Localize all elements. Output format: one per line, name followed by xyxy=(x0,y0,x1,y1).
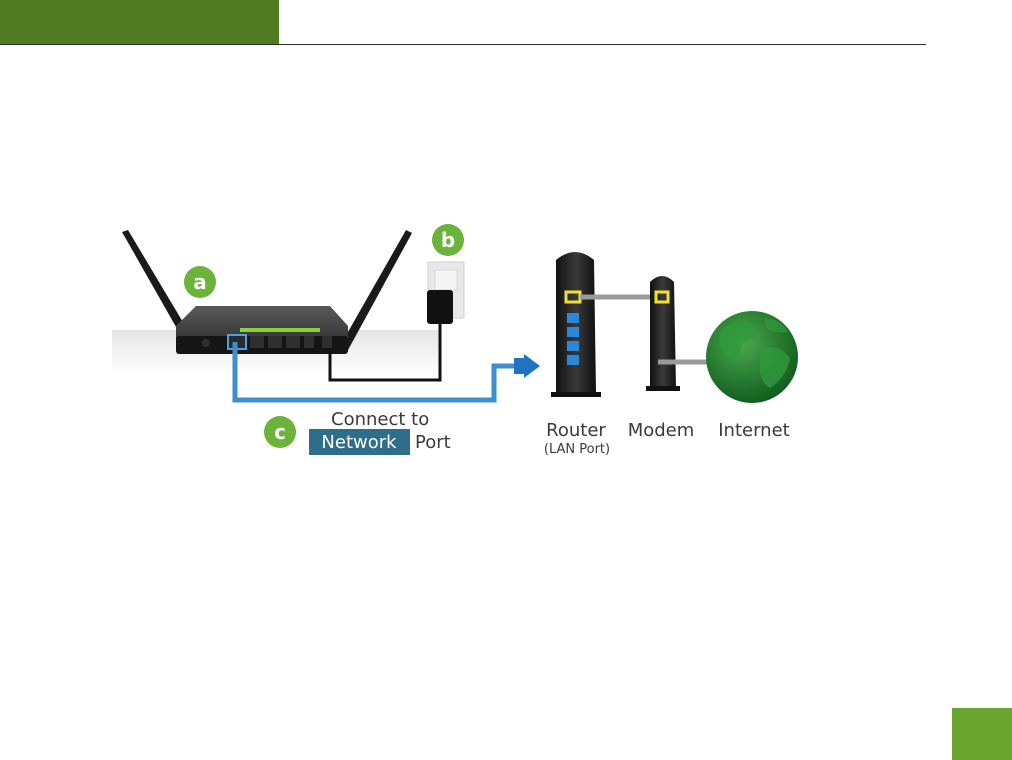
step-badge-a: a xyxy=(184,266,216,298)
page-number-box xyxy=(952,708,1012,760)
globe-icon xyxy=(706,311,798,403)
step-badge-c: c xyxy=(264,416,296,448)
step-letter-c: c xyxy=(274,420,286,444)
router-tower xyxy=(551,252,601,397)
router-sublabel: (LAN Port) xyxy=(544,442,610,457)
power-jack xyxy=(322,336,332,348)
step-badge-b: b xyxy=(432,224,464,256)
step-letter-a: a xyxy=(193,270,207,294)
modem-tower xyxy=(646,276,680,391)
step-letter-b: b xyxy=(441,228,455,252)
caption-line1: Connect to xyxy=(331,409,429,430)
router-label: Router xyxy=(546,420,606,441)
status-led-strip xyxy=(240,328,320,332)
caption-suffix: Port xyxy=(415,432,451,453)
internet-label: Internet xyxy=(718,420,789,441)
caption-highlight-text: Network xyxy=(321,432,397,453)
modem-label: Modem xyxy=(628,420,695,441)
